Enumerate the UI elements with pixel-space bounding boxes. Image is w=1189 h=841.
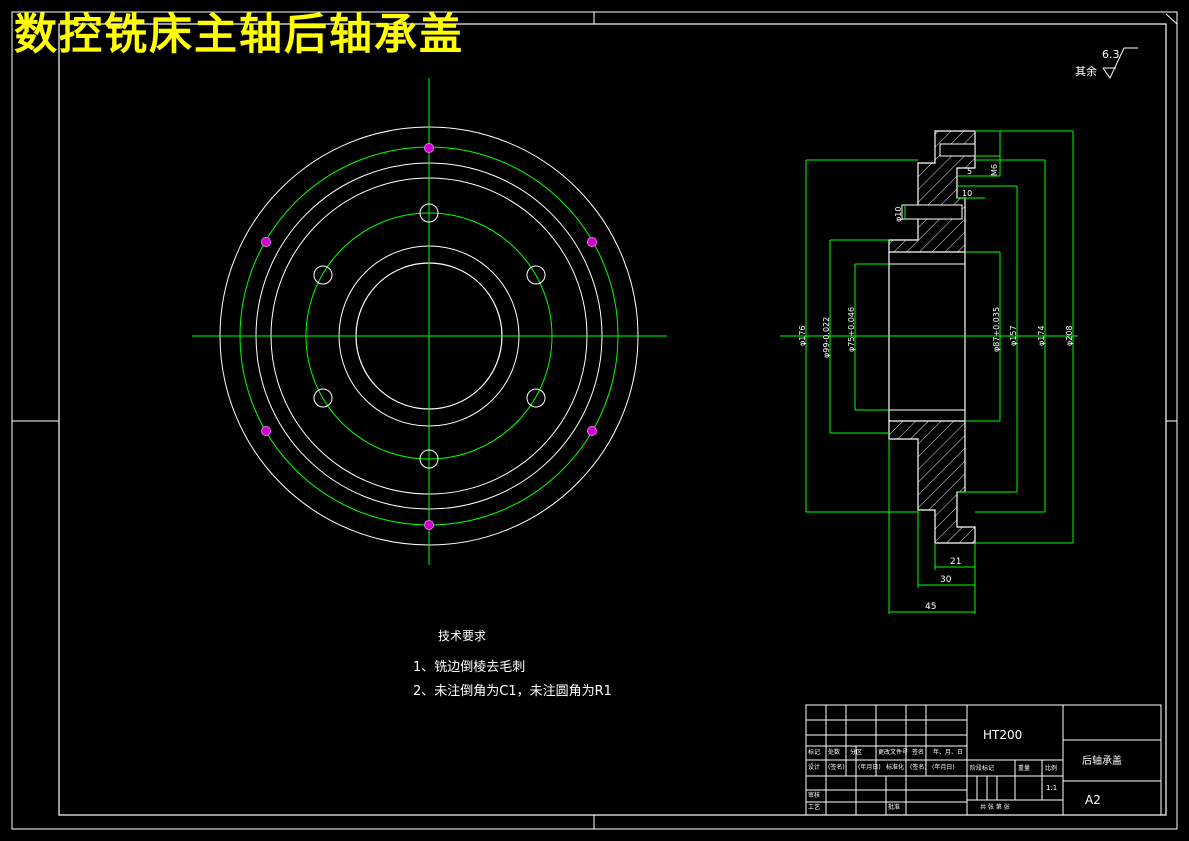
dim-d157: φ157 xyxy=(1009,325,1018,346)
outer-border xyxy=(11,11,1178,830)
weight-label: 重量 xyxy=(1018,765,1031,772)
dim-d10: φ10 xyxy=(894,206,903,222)
front-view xyxy=(192,78,667,565)
inner-hole xyxy=(313,265,333,285)
row-value: 标准化 xyxy=(886,764,905,771)
dim-d208: φ208 xyxy=(1065,325,1074,346)
section-view xyxy=(780,130,1078,614)
dim-w5: 5 xyxy=(967,167,973,176)
threaded-hole xyxy=(261,426,271,436)
col-label: 签名 xyxy=(912,749,925,756)
row-value: (年月日) xyxy=(858,764,881,771)
sheet-size: A2 xyxy=(1085,793,1101,807)
scale-label: 比例 xyxy=(1045,765,1058,772)
dim-l30: 30 xyxy=(940,575,952,585)
threaded-hole xyxy=(587,426,597,436)
dim-d75: φ75+0.046 xyxy=(847,306,856,352)
row-label: 审核 xyxy=(808,792,821,799)
scale-value: 1:1 xyxy=(1046,784,1058,792)
threaded-hole xyxy=(587,237,597,247)
inner-hole xyxy=(526,265,546,285)
col-label: 处数 xyxy=(828,749,841,756)
drawing-title: 数控铣床主轴后轴承盖 xyxy=(14,10,464,60)
dim-w10: 10 xyxy=(962,189,973,198)
thread-hole xyxy=(939,143,976,157)
row-label: 设计 xyxy=(808,764,821,771)
col-label: 分区 xyxy=(850,749,863,756)
title-block xyxy=(805,704,1162,816)
section-hole xyxy=(901,204,963,220)
dim-l21: 21 xyxy=(950,557,962,567)
section-hatch-bottom xyxy=(888,420,976,544)
row-value: (签名) xyxy=(910,764,927,771)
dim-d87: φ87+0.035 xyxy=(992,306,1001,352)
inner-hole xyxy=(313,388,333,408)
roughness-value: 6.3 xyxy=(1102,48,1120,61)
inner-hole xyxy=(419,203,439,223)
corner-mark xyxy=(1165,13,1178,25)
row-label: 工艺 xyxy=(808,804,821,811)
inner-hole xyxy=(526,388,546,408)
threaded-hole xyxy=(424,520,434,530)
approve-label: 批准 xyxy=(888,804,901,811)
dim-d99: φ99-0.022 xyxy=(822,316,831,358)
roughness-other-label: 其余 xyxy=(1075,65,1097,78)
tech-requirement-item: 2、未注倒角为C1，未注圆角为R1 xyxy=(413,684,612,699)
part-name: 后轴承盖 xyxy=(1082,756,1122,767)
inner-border xyxy=(58,23,1167,816)
dim-l45: 45 xyxy=(925,602,937,612)
threaded-hole xyxy=(424,143,434,153)
tech-requirement-item: 1、铣边倒棱去毛刺 xyxy=(413,660,526,675)
col-label: 年、月、日 xyxy=(933,749,964,756)
threaded-hole xyxy=(261,237,271,247)
dim-d176: φ176 xyxy=(798,325,807,346)
tech-requirements-heading: 技术要求 xyxy=(438,629,487,643)
row-value: (年月日) xyxy=(932,764,955,771)
sheet-info: 共 张 第 张 xyxy=(980,804,1010,811)
col-label: 更改文件号 xyxy=(878,749,909,756)
col-label: 标记 xyxy=(808,749,821,756)
stage-label: 阶段标记 xyxy=(970,765,995,772)
inner-hole xyxy=(419,449,439,469)
row-value: (签名) xyxy=(828,764,845,771)
material-label: HT200 xyxy=(983,728,1023,742)
dim-d174: φ174 xyxy=(1037,325,1046,346)
roughness-symbol xyxy=(1102,47,1138,79)
dim-m6: M6 xyxy=(990,164,999,176)
